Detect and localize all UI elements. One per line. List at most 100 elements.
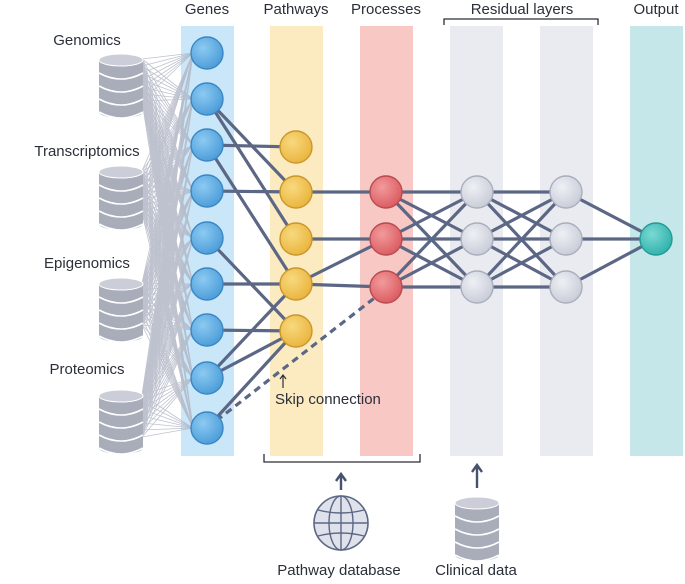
omics-gene-edge <box>141 52 194 186</box>
omics-gene-edge <box>141 52 194 74</box>
omics-gene-edge <box>141 329 194 424</box>
omics-gene-edge <box>141 98 194 326</box>
gene-pathway-edge <box>205 329 298 430</box>
gene-pathway-edge <box>205 282 298 380</box>
omics-gene-edge <box>141 52 194 102</box>
process-node <box>369 222 403 256</box>
pathway-process-edge <box>294 237 388 286</box>
omics-gene-edge <box>141 282 194 429</box>
gene-pathway-edge <box>205 143 298 286</box>
output-node <box>639 222 673 256</box>
omics-gene-edge <box>141 310 194 379</box>
omics-gene-edge <box>141 329 194 438</box>
residual-node <box>460 270 494 304</box>
clinical-arrow <box>471 462 483 488</box>
omics-gene-edge <box>141 190 194 438</box>
residual-residual-edge <box>475 190 568 241</box>
residual-bracket <box>443 18 599 25</box>
gene-node <box>190 267 224 301</box>
gene-node <box>190 411 224 445</box>
gene-node <box>190 174 224 208</box>
process-node <box>369 175 403 209</box>
residual-header: Residual layers <box>471 1 574 18</box>
residual-output-edge <box>564 237 658 289</box>
network-nodes <box>190 36 673 445</box>
omics-gene-edge <box>141 144 194 438</box>
omics-gene-edge <box>141 52 194 95</box>
database-icon <box>454 496 500 562</box>
omics-sources: GenomicsTranscriptomicsEpigenomicsProteo… <box>34 32 144 455</box>
omics-gene-edge <box>141 377 194 438</box>
process-residual-edge <box>384 190 479 241</box>
residual-node <box>460 222 494 256</box>
residual-node <box>549 222 583 256</box>
residual-output-edge <box>564 190 658 241</box>
gene-pathway-edge <box>205 97 298 241</box>
processes-header: Processes <box>351 1 421 18</box>
genes-header: Genes <box>185 1 229 18</box>
skip-connection-label: Skip connection <box>275 391 381 408</box>
omics-gene-edge <box>141 377 194 431</box>
omics-gene-edge <box>141 52 194 438</box>
output-header: Output <box>633 1 679 18</box>
database-icon <box>98 389 144 455</box>
process-residual-edge <box>384 237 479 289</box>
pathway-node <box>279 267 313 301</box>
omics-gene-connections <box>141 52 194 438</box>
gene-node <box>190 313 224 347</box>
residual-node <box>549 270 583 304</box>
omics-gene-edge <box>141 317 194 379</box>
omics-label-transcriptomics: Transcriptomics <box>34 143 139 160</box>
pathways-header: Pathways <box>263 1 328 18</box>
database-icon <box>98 53 144 119</box>
skip-connection-pointer <box>279 374 287 388</box>
omics-gene-edge <box>141 415 194 429</box>
database-icon <box>98 165 144 231</box>
omics-gene-edge <box>141 52 194 60</box>
omics-gene-edge <box>141 377 194 417</box>
omics-gene-edge <box>141 52 194 214</box>
omics-label-epigenomics: Epigenomics <box>44 255 130 272</box>
pathway-node <box>279 175 313 209</box>
omics-gene-edge <box>141 52 194 172</box>
omics-gene-edge <box>141 52 194 179</box>
globe-icon <box>313 495 369 551</box>
omics-gene-edge <box>141 52 194 326</box>
pathway-node <box>279 314 313 348</box>
omics-gene-edge <box>141 377 194 424</box>
pathway-arrow <box>335 471 347 490</box>
omics-gene-edge <box>141 237 194 438</box>
omics-gene-edge <box>141 289 194 429</box>
residual-node <box>460 175 494 209</box>
omics-gene-edge <box>141 283 194 417</box>
omics-gene-edge <box>141 422 194 429</box>
omics-gene-edge <box>141 283 194 438</box>
skip-connection-line <box>206 287 387 430</box>
omics-gene-edge <box>141 98 194 438</box>
omics-gene-edge <box>141 427 194 431</box>
process-node <box>369 270 403 304</box>
gene-node <box>190 36 224 70</box>
pathway-database-label: Pathway database <box>277 562 400 579</box>
gene-node <box>190 128 224 162</box>
omics-gene-edge <box>141 324 194 379</box>
omics-gene-edge <box>141 52 194 67</box>
clinical-database-icon <box>454 496 500 562</box>
gene-node <box>190 361 224 395</box>
pathway-node <box>279 222 313 256</box>
process-residual-edge <box>384 190 479 289</box>
clinical-data-label: Clinical data <box>435 562 517 579</box>
omics-gene-edge <box>141 100 194 285</box>
omics-gene-edge <box>141 303 194 379</box>
omics-gene-edge <box>141 329 194 417</box>
residual-node <box>549 175 583 209</box>
pathway-bracket <box>263 454 421 463</box>
residual-residual-edge <box>475 190 568 289</box>
residual-residual-edge <box>475 237 568 289</box>
omics-gene-edge <box>141 427 194 438</box>
pathway-node <box>279 130 313 164</box>
gene-pathway-edge <box>205 329 298 380</box>
omics-gene-edge <box>141 52 194 81</box>
gene-node <box>190 221 224 255</box>
